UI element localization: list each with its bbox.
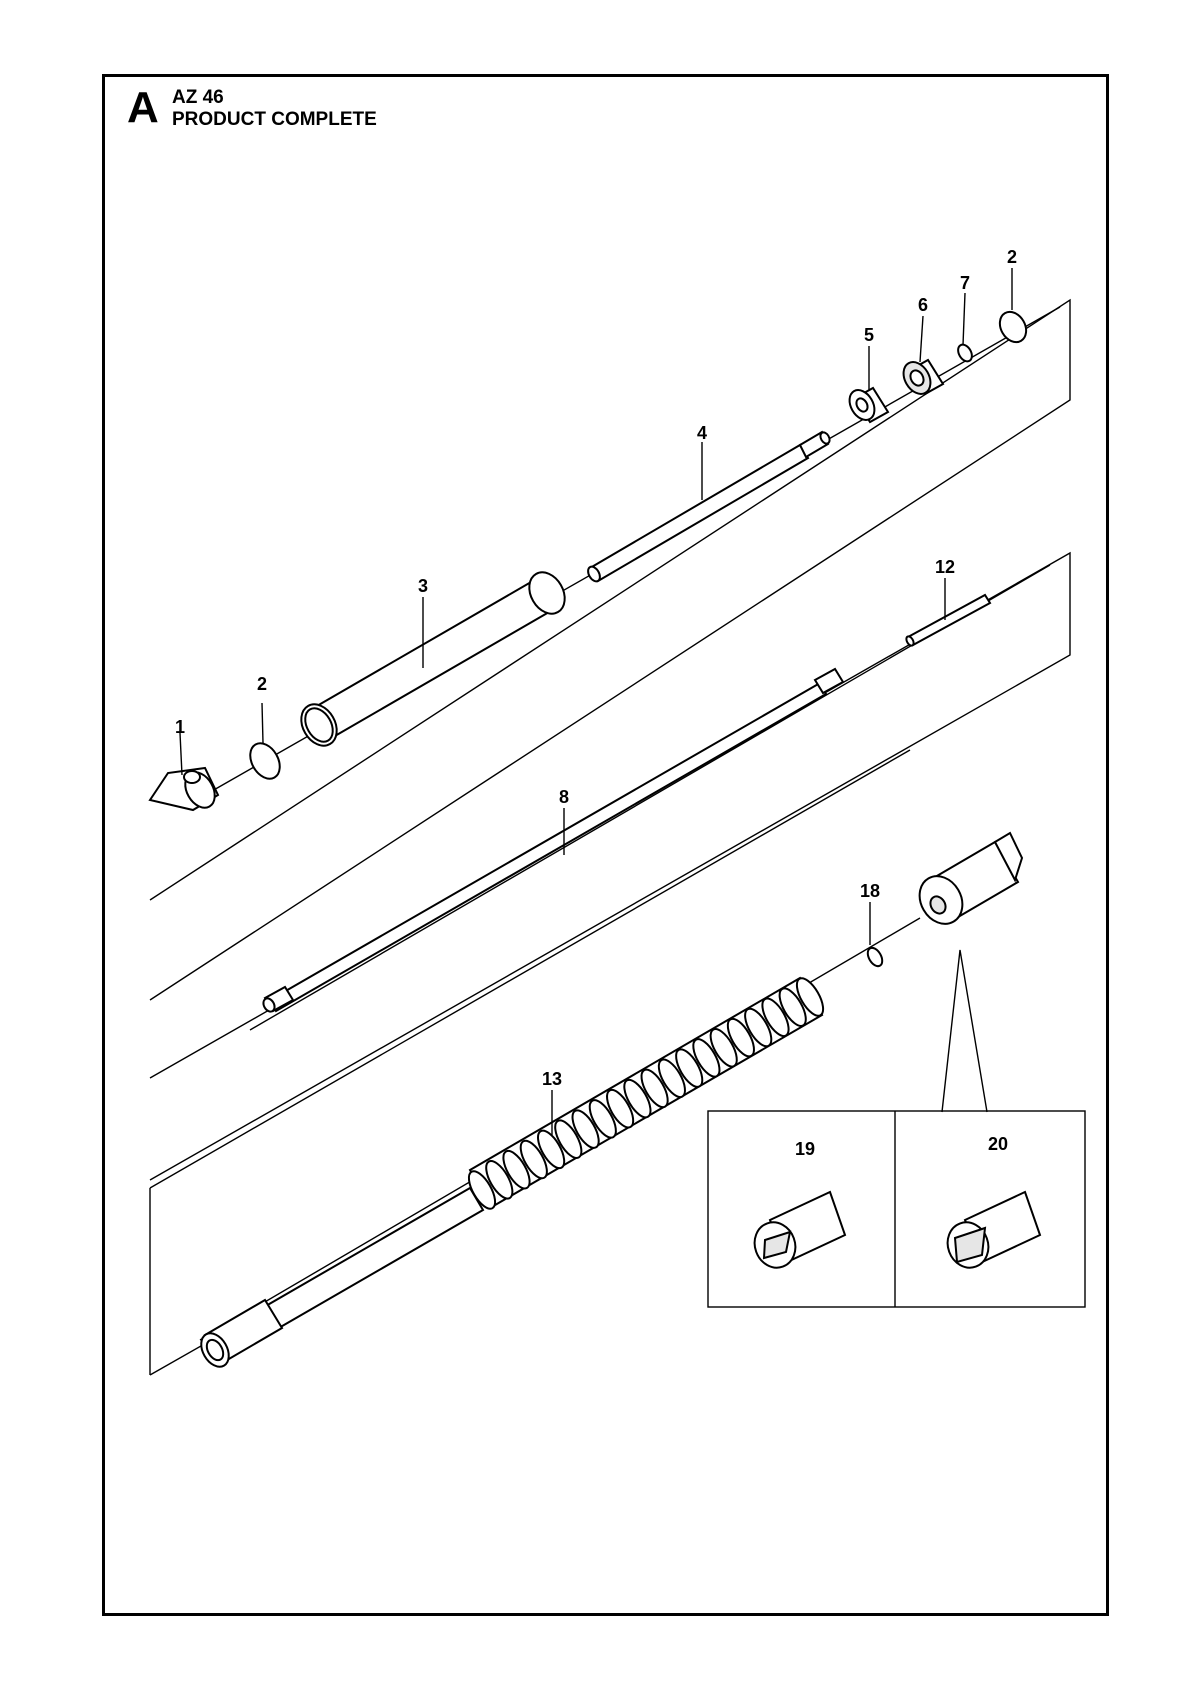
part-2-ring-right bbox=[998, 310, 1028, 344]
part-1-cap bbox=[148, 766, 220, 812]
callout-19: 19 bbox=[795, 1139, 815, 1159]
hose-rib bbox=[537, 1129, 566, 1170]
hose-rib bbox=[640, 1068, 669, 1109]
part-2-ring-left bbox=[249, 742, 281, 780]
callout-20: 20 bbox=[988, 1134, 1008, 1154]
part-13-hose bbox=[200, 976, 825, 1368]
hose-rib bbox=[726, 1017, 755, 1058]
hose-rib bbox=[657, 1058, 686, 1099]
part-18-ring bbox=[866, 946, 884, 968]
panel-lower bbox=[149, 749, 921, 1376]
hose-rib bbox=[485, 1160, 514, 1200]
model-title: AZ 46 bbox=[172, 87, 224, 108]
section-title: PRODUCT COMPLETE bbox=[172, 109, 377, 130]
hose-rib bbox=[588, 1099, 617, 1139]
part-19-head-variant bbox=[753, 1190, 847, 1269]
part-12-pin bbox=[905, 593, 992, 647]
hose-rib bbox=[675, 1048, 704, 1088]
part-7-washer bbox=[957, 343, 973, 363]
callout-2-right: 2 bbox=[1007, 247, 1017, 267]
leader-lines bbox=[179, 268, 1013, 1135]
callout-1: 1 bbox=[175, 717, 185, 737]
diagram-frame bbox=[102, 74, 1109, 1616]
hose-rib bbox=[761, 997, 790, 1038]
hose-rib bbox=[519, 1139, 548, 1180]
hose-rib bbox=[709, 1028, 738, 1068]
panel-middle bbox=[149, 551, 1071, 1181]
callout-4: 4 bbox=[697, 423, 707, 443]
hose-rib bbox=[778, 987, 807, 1027]
detail-box bbox=[707, 949, 1086, 1308]
part-4-shaft bbox=[587, 430, 831, 583]
callout-2-left: 2 bbox=[257, 674, 267, 694]
hose-rib bbox=[692, 1038, 721, 1078]
part-20-head-variant bbox=[946, 1190, 1042, 1269]
part-6-bearing bbox=[902, 358, 945, 396]
callout-8: 8 bbox=[559, 787, 569, 807]
section-letter: A bbox=[127, 83, 159, 132]
callout-3: 3 bbox=[418, 576, 428, 596]
callout-6: 6 bbox=[918, 295, 928, 315]
hose-rib bbox=[571, 1109, 600, 1149]
callout-12: 12 bbox=[935, 557, 955, 577]
hose-rib bbox=[502, 1149, 531, 1190]
callout-7: 7 bbox=[960, 273, 970, 293]
part-5-bearing bbox=[848, 386, 890, 424]
hose-rib bbox=[467, 1170, 497, 1210]
hose-rib bbox=[795, 977, 825, 1017]
hose-ribs bbox=[467, 977, 825, 1210]
hose-rib bbox=[554, 1119, 583, 1159]
part-8-flex-shaft bbox=[262, 667, 845, 1013]
part-3-tube bbox=[300, 571, 566, 747]
hose-rib bbox=[744, 1007, 773, 1048]
hose-rib bbox=[606, 1088, 635, 1129]
callout-18: 18 bbox=[860, 881, 880, 901]
callout-13: 13 bbox=[542, 1069, 562, 1089]
vibrator-head-assembly bbox=[918, 831, 1024, 925]
callout-5: 5 bbox=[864, 325, 874, 345]
hose-rib bbox=[623, 1078, 652, 1119]
